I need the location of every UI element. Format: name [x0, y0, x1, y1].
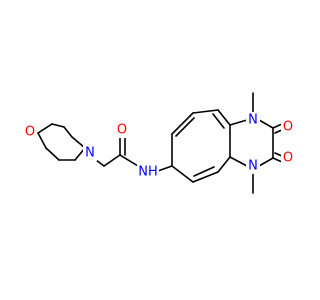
label-background: [281, 150, 295, 166]
morpholine-ring: [37, 123, 86, 161]
bond: [217, 109, 231, 126]
ring-n4-label: N: [248, 159, 258, 174]
bond: [51, 123, 65, 128]
carbonyl-oxygen-2-label: O: [283, 120, 293, 135]
morpholine-nitrogen-label: N: [85, 146, 95, 161]
benzene-ring: [171, 109, 231, 183]
bond: [71, 136, 86, 149]
amide-nh-label: NH: [138, 165, 158, 180]
bond: [192, 171, 219, 183]
label-background: [23, 124, 37, 140]
bond: [212, 113, 225, 129]
bond: [258, 119, 274, 129]
ring-n1-label: N: [248, 113, 258, 128]
bond: [193, 166, 215, 177]
bond: [272, 157, 283, 163]
morpholine-oxygen-label: O: [25, 125, 35, 140]
bond: [192, 109, 219, 114]
atom-labels: O N O NH N N O O: [23, 112, 295, 180]
bond: [272, 123, 283, 129]
label-background: [281, 119, 295, 135]
label-background: [115, 122, 129, 138]
bond: [37, 123, 53, 134]
bond: [45, 147, 60, 161]
bond: [63, 126, 73, 138]
bond: [37, 132, 47, 149]
bond: [258, 157, 274, 167]
bond: [229, 119, 248, 126]
structure-canvas: O N O NH N N O O: [23, 92, 295, 194]
amide-oxygen-label: O: [117, 123, 127, 138]
carbonyl-oxygen-3-label: O: [283, 151, 293, 166]
label-background: [246, 112, 260, 128]
bond: [175, 117, 195, 137]
bond: [119, 154, 139, 167]
bond: [217, 156, 231, 173]
bond: [171, 112, 194, 135]
amide-linker: [91, 136, 173, 173]
bond: [171, 165, 194, 183]
molecule-diagram: O N O NH N N O O: [23, 92, 295, 194]
bond: [229, 156, 248, 167]
label-background: [246, 158, 260, 174]
dione-ring: [229, 92, 285, 194]
label-background: [137, 164, 159, 180]
label-background: [83, 145, 97, 161]
bond: [103, 154, 121, 167]
